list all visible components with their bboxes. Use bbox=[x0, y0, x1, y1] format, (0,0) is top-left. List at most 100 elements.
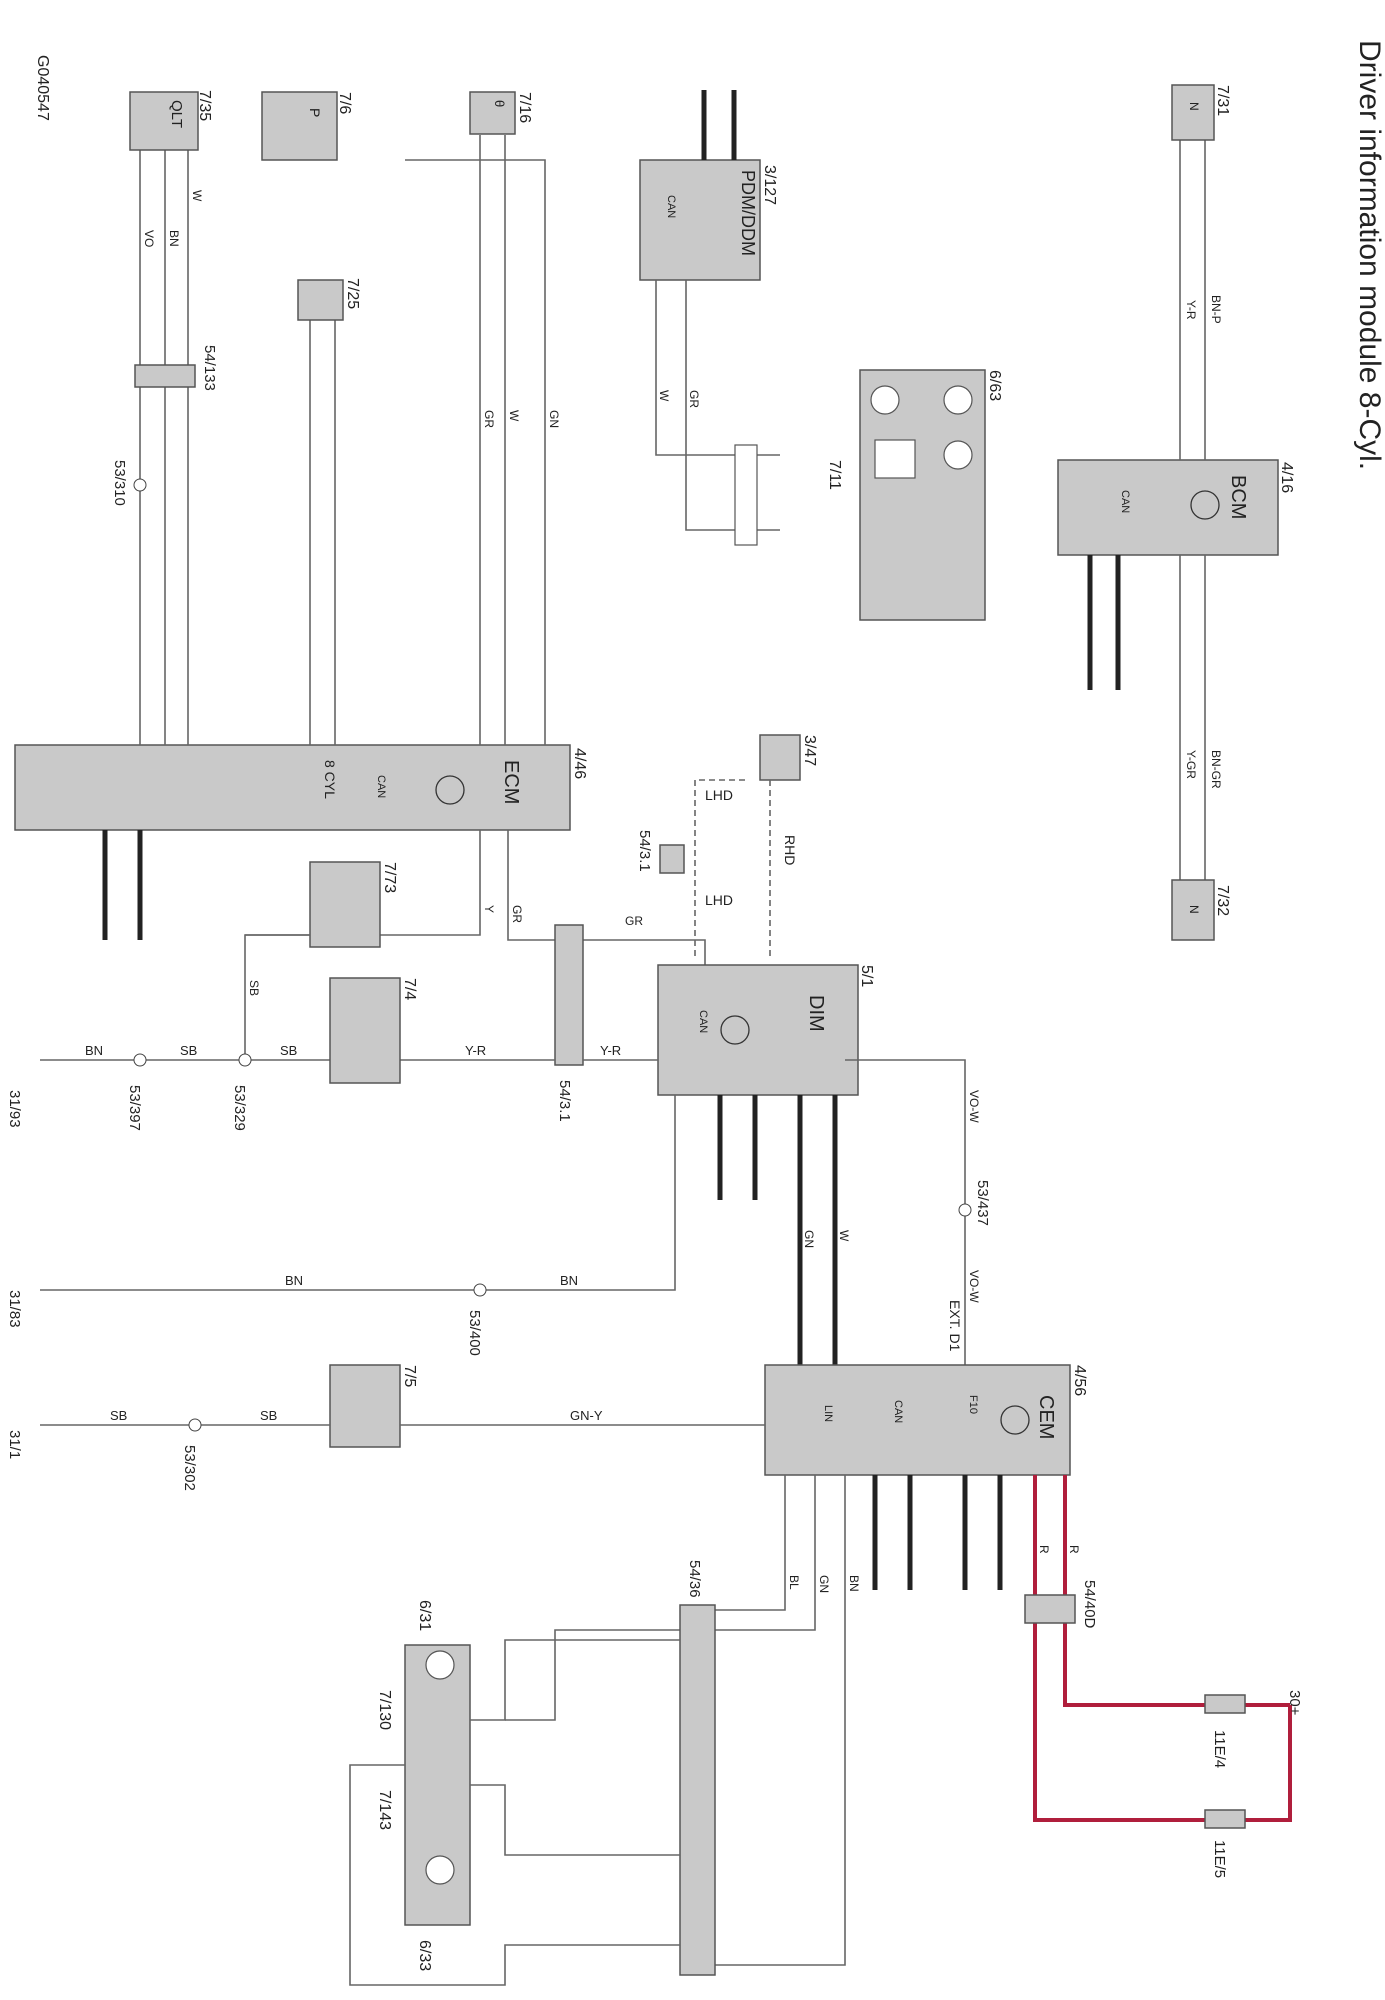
sb-1: SB bbox=[247, 980, 261, 996]
ecm-vo-1: VO bbox=[142, 230, 156, 247]
splice-53-437 bbox=[958, 1203, 972, 1217]
y-r-2: Y-R bbox=[600, 1043, 621, 1058]
ecm-w-1: W bbox=[190, 190, 204, 202]
figure-id: G040547 bbox=[34, 55, 51, 121]
component-7-16-symbol: θ bbox=[492, 100, 507, 107]
bcm-can: CAN bbox=[1119, 490, 1131, 513]
component-7-32-id: 7/32 bbox=[1214, 885, 1231, 916]
component-7-5-id: 7/5 bbox=[401, 1365, 418, 1387]
component-7-6-symbol: P bbox=[307, 108, 323, 117]
sb-5: SB bbox=[110, 1408, 127, 1423]
splice-53-400-label: 53/400 bbox=[466, 1310, 483, 1356]
supply-30: 30+ bbox=[1286, 1690, 1303, 1716]
gn-cem: BL bbox=[787, 1575, 801, 1590]
component-7-4-id: 7/4 bbox=[401, 978, 418, 1000]
component-7-32 bbox=[1171, 879, 1215, 941]
cem-lin: LIN bbox=[822, 1405, 834, 1422]
wire-label-y-gr: Y-GR bbox=[1184, 750, 1198, 779]
r-1: R bbox=[1037, 1545, 1051, 1554]
motor-6-31-icon bbox=[425, 1650, 455, 1680]
pdm-gr: GR bbox=[687, 390, 701, 408]
splice-53-397 bbox=[133, 1053, 147, 1067]
dim-can: CAN bbox=[697, 1010, 709, 1033]
wire-label-y-r: Y-R bbox=[1184, 300, 1198, 320]
splice-53-400 bbox=[473, 1283, 487, 1297]
ecm-gn-1: GN bbox=[547, 410, 561, 428]
component-6-63-id: 6/63 bbox=[986, 370, 1003, 401]
component-7-31 bbox=[1171, 84, 1215, 141]
pdm-can: CAN bbox=[665, 195, 677, 218]
bcm-symbol-icon bbox=[1190, 490, 1220, 520]
bcm-name: BCM bbox=[1227, 475, 1249, 519]
r-2: R bbox=[1067, 1545, 1081, 1554]
splice-53-302-label: 53/302 bbox=[181, 1445, 198, 1491]
vo-w-2: VO-W bbox=[967, 1270, 981, 1303]
component-3-47-id: 3/47 bbox=[801, 735, 818, 766]
ground-31-83: 31/83 bbox=[6, 1290, 23, 1328]
component-7-31-symbol: N bbox=[1187, 102, 1201, 111]
fuse-11e-4 bbox=[1204, 1694, 1246, 1714]
splice-53-310-label: 53/310 bbox=[111, 460, 128, 506]
cem-can: CAN bbox=[892, 1400, 904, 1423]
ground-31-1: 31/1 bbox=[6, 1430, 23, 1459]
component-7-31-id: 7/31 bbox=[1214, 85, 1231, 116]
component-7-6-id: 7/6 bbox=[336, 92, 353, 114]
sb-2: SB bbox=[280, 1043, 297, 1058]
connector-54-133-id: 54/133 bbox=[201, 345, 218, 391]
connector-3-2 bbox=[734, 444, 758, 546]
ground-31-93: 31/93 bbox=[6, 1090, 23, 1128]
ecm-gr-2: GR bbox=[510, 905, 524, 923]
ecm-module bbox=[14, 744, 571, 831]
connector-54-36-id: 54/36 bbox=[686, 1560, 703, 1598]
dim-id: 5/1 bbox=[858, 965, 875, 987]
connector-54-3-1-b bbox=[554, 924, 584, 1066]
ecm-sub: 8 CYL bbox=[322, 760, 338, 799]
component-7-143-id: 7/143 bbox=[376, 1790, 393, 1830]
ecm-w-2: W bbox=[507, 410, 521, 422]
fuse-11e-5-id: 11E/5 bbox=[1211, 1840, 1228, 1878]
motor-x-icon bbox=[870, 385, 900, 415]
cem-id: 4/56 bbox=[1071, 1365, 1088, 1396]
fuse-11e-5 bbox=[1204, 1809, 1246, 1829]
ecm-can: CAN bbox=[375, 775, 387, 798]
component-7-25 bbox=[297, 279, 344, 321]
y-r-1: Y-R bbox=[465, 1043, 486, 1058]
ecm-gr-1: GR bbox=[482, 410, 496, 428]
lhd-1: LHD bbox=[705, 787, 733, 803]
component-7-16 bbox=[469, 91, 516, 135]
cem-module bbox=[764, 1364, 1071, 1476]
bcm-id: 4/16 bbox=[1278, 462, 1295, 493]
splice-53-329 bbox=[238, 1053, 252, 1067]
diagram-title: Driver information module 8-Cyl. bbox=[1353, 40, 1385, 470]
wire-label-bn-p: BN-P bbox=[1209, 295, 1223, 324]
connector-54-3-1-b-id: 54/3.1 bbox=[556, 1080, 573, 1122]
component-7-4 bbox=[329, 977, 401, 1084]
cem-name: CEM bbox=[1035, 1395, 1057, 1439]
connector-54-40d-id: 54/40D bbox=[1081, 1580, 1098, 1629]
cem-fuse: F10 bbox=[967, 1395, 979, 1414]
ecm-name: ECM bbox=[500, 760, 522, 804]
component-7-35-symbol: QLT bbox=[168, 100, 185, 128]
splice-53-437-label: 53/437 bbox=[974, 1180, 991, 1226]
gn-dim: GN bbox=[802, 1230, 816, 1248]
sb-4: SB bbox=[260, 1408, 277, 1423]
splice-53-310 bbox=[133, 478, 147, 492]
ecm-id: 4/46 bbox=[571, 748, 588, 779]
component-7-11-id: 7/11 bbox=[826, 460, 843, 490]
dim-name: DIM bbox=[805, 995, 827, 1032]
component-7-6 bbox=[261, 91, 338, 161]
bn-2: BN bbox=[560, 1273, 578, 1288]
connector-54-36 bbox=[679, 1604, 716, 1976]
connector-54-3-1-a-id: 54/3.1 bbox=[636, 830, 653, 872]
bcm-module bbox=[1057, 459, 1279, 556]
ecm-y: Y bbox=[482, 905, 496, 913]
component-7-11 bbox=[874, 439, 916, 479]
splice-53-329-label: 53/329 bbox=[231, 1085, 248, 1131]
fuse-11e-4-id: 11E/4 bbox=[1211, 1730, 1228, 1768]
ecm-bn-1: BN bbox=[167, 230, 181, 247]
component-6-33-id: 6/33 bbox=[416, 1940, 433, 1971]
component-7-32-symbol: N bbox=[1187, 905, 1201, 914]
splice-53-302 bbox=[188, 1418, 202, 1432]
motor-6-33-icon bbox=[425, 1855, 455, 1885]
component-7-25-id: 7/25 bbox=[344, 278, 361, 309]
